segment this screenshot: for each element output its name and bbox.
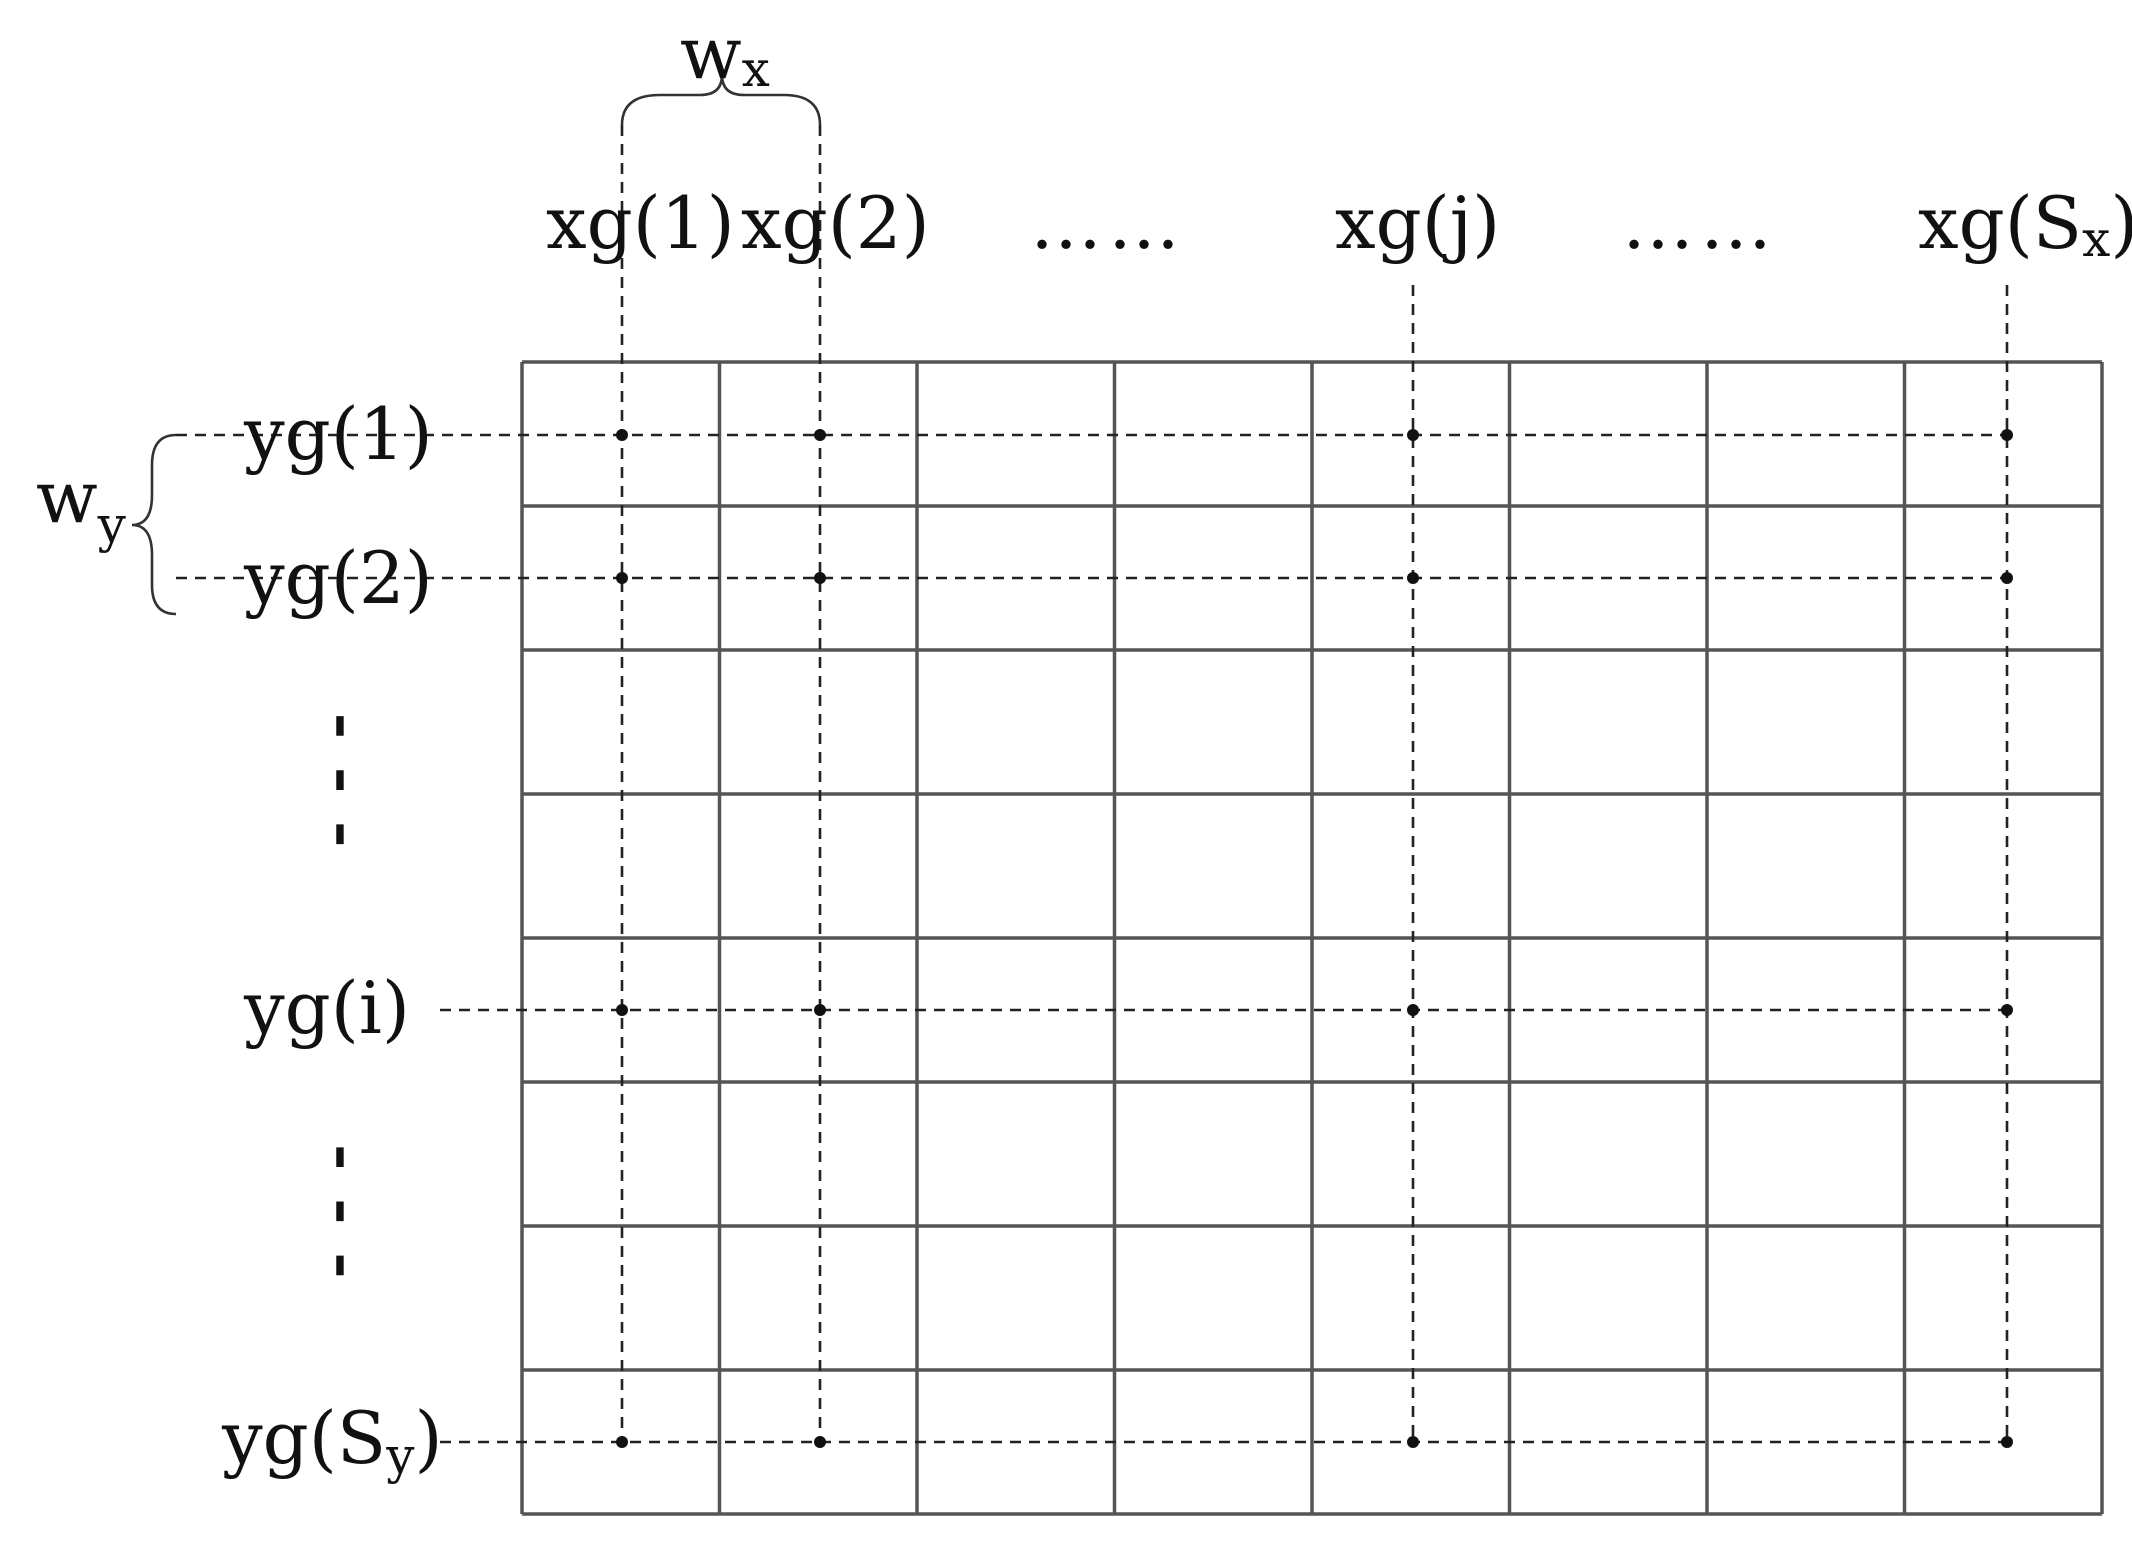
yg-2-label: yg(2) <box>243 536 433 620</box>
yg-sy-prefix: yg( <box>221 1396 337 1480</box>
xg-j-label: xg(j) <box>1335 181 1500 265</box>
sample-point-Sy-2 <box>814 1436 826 1448</box>
sample-guide-lines <box>176 125 2009 1444</box>
sample-point-2-2 <box>814 572 826 584</box>
xg-sx-label: xg(Sx) <box>1918 181 2132 268</box>
wy-label-sub: y <box>97 496 127 554</box>
xg-sx-base: S <box>2033 181 2082 265</box>
yg-sy-sub: y <box>385 1427 415 1485</box>
sample-point-i-1 <box>616 1004 628 1016</box>
yg-sy-base: S <box>337 1396 386 1480</box>
yg-1-label: yg(1) <box>243 392 433 476</box>
sample-point-i-j <box>1407 1004 1419 1016</box>
sample-point-Sy-1 <box>616 1436 628 1448</box>
pixel-grid <box>520 360 2104 1516</box>
wx-brace <box>620 74 822 126</box>
sample-point-i-2 <box>814 1004 826 1016</box>
xg-sx-suffix: ) <box>2110 181 2132 265</box>
sample-point-1-2 <box>814 429 826 441</box>
sample-point-1-Sx <box>2001 429 2013 441</box>
wx-label-sub: x <box>742 40 770 98</box>
wy-label-base: w <box>36 455 98 539</box>
wx-label-base: w <box>680 11 742 95</box>
sample-point-i-Sx <box>2001 1004 2013 1016</box>
sample-point-1-j <box>1407 429 1419 441</box>
sample-point-Sy-Sx <box>2001 1436 2013 1448</box>
sample-point-2-j <box>1407 572 1419 584</box>
y-ellipsis-top: ⋮ <box>304 684 376 868</box>
xg-2-label: xg(2) <box>741 181 930 265</box>
xg-1-label: xg(1) <box>546 181 735 265</box>
wy-label: wy <box>36 455 127 554</box>
yg-sy-suffix: ) <box>414 1396 442 1480</box>
wy-brace <box>131 433 177 616</box>
x-ellipsis-left: …… <box>1030 181 1186 265</box>
x-ellipsis-right: …… <box>1622 181 1778 265</box>
xg-sx-prefix: xg( <box>1918 181 2033 265</box>
wx-label: wx <box>680 11 770 98</box>
sample-point-2-1 <box>616 572 628 584</box>
y-ellipsis-bottom: ⋮ <box>304 1115 376 1299</box>
sample-point-2-Sx <box>2001 572 2013 584</box>
yg-i-label: yg(i) <box>243 966 410 1050</box>
yg-sy-label: yg(Sy) <box>221 1396 443 1485</box>
sample-points <box>616 429 2013 1448</box>
sample-point-Sy-j <box>1407 1436 1419 1448</box>
xg-sx-sub: x <box>2082 210 2110 268</box>
sample-point-1-1 <box>616 429 628 441</box>
